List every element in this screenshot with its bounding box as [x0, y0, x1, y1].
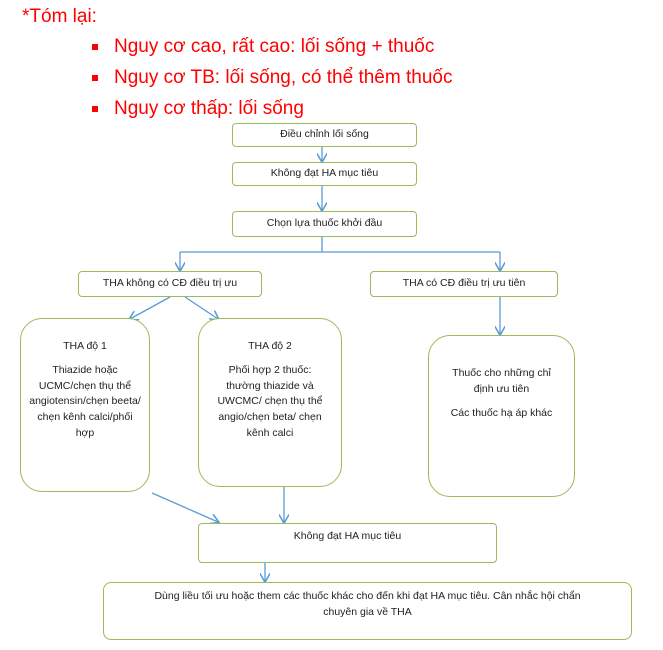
- grade2-box: THA độ 2 Phối hợp 2 thuốc: thường thiazi…: [198, 318, 342, 487]
- grade2-title: THA độ 2: [248, 340, 292, 352]
- grade1-text: Thiazide hoặc UCMC/chẹn thụ thể angioten…: [29, 363, 141, 439]
- priority-text: Thuốc cho những chỉ định ưu tiên: [452, 367, 551, 395]
- other-drugs-text: Các thuốc hạ áp khác: [450, 406, 553, 419]
- bullet-icon: [92, 75, 98, 81]
- branch-no-indication: THA không có CĐ điều trị ưu: [78, 271, 262, 297]
- bullet-icon: [92, 44, 98, 50]
- summary-bullet: Nguy cơ cao, rất cao: lối sống + thuốc: [114, 36, 435, 57]
- not-reached-box: Không đạt HA mục tiêu: [198, 523, 497, 563]
- step-not-reached: Không đạt HA mục tiêu: [232, 162, 417, 186]
- grade2-text: Phối hợp 2 thuốc: thường thiazide và UWC…: [217, 363, 323, 439]
- bullet-icon: [92, 106, 98, 112]
- grade1-title: THA độ 1: [63, 340, 107, 352]
- step-initial-drug: Chọn lựa thuốc khởi đầu: [232, 211, 417, 237]
- priority-box: Thuốc cho những chỉ định ưu tiên Các thu…: [428, 335, 575, 497]
- final-step-box: Dùng liều tối ưu hoặc them các thuốc khá…: [103, 582, 632, 640]
- summary-title: *Tóm lại:: [22, 6, 97, 27]
- grade1-box: THA độ 1 Thiazide hoặc UCMC/chẹn thụ thể…: [20, 318, 150, 492]
- branch-with-indication: THA có CĐ điều trị ưu tiên: [370, 271, 558, 297]
- summary-bullet: Nguy cơ thấp: lối sống: [114, 98, 304, 119]
- summary-bullet: Nguy cơ TB: lối sống, có thể thêm thuốc: [114, 67, 453, 88]
- step-lifestyle: Điều chỉnh lối sống: [232, 123, 417, 147]
